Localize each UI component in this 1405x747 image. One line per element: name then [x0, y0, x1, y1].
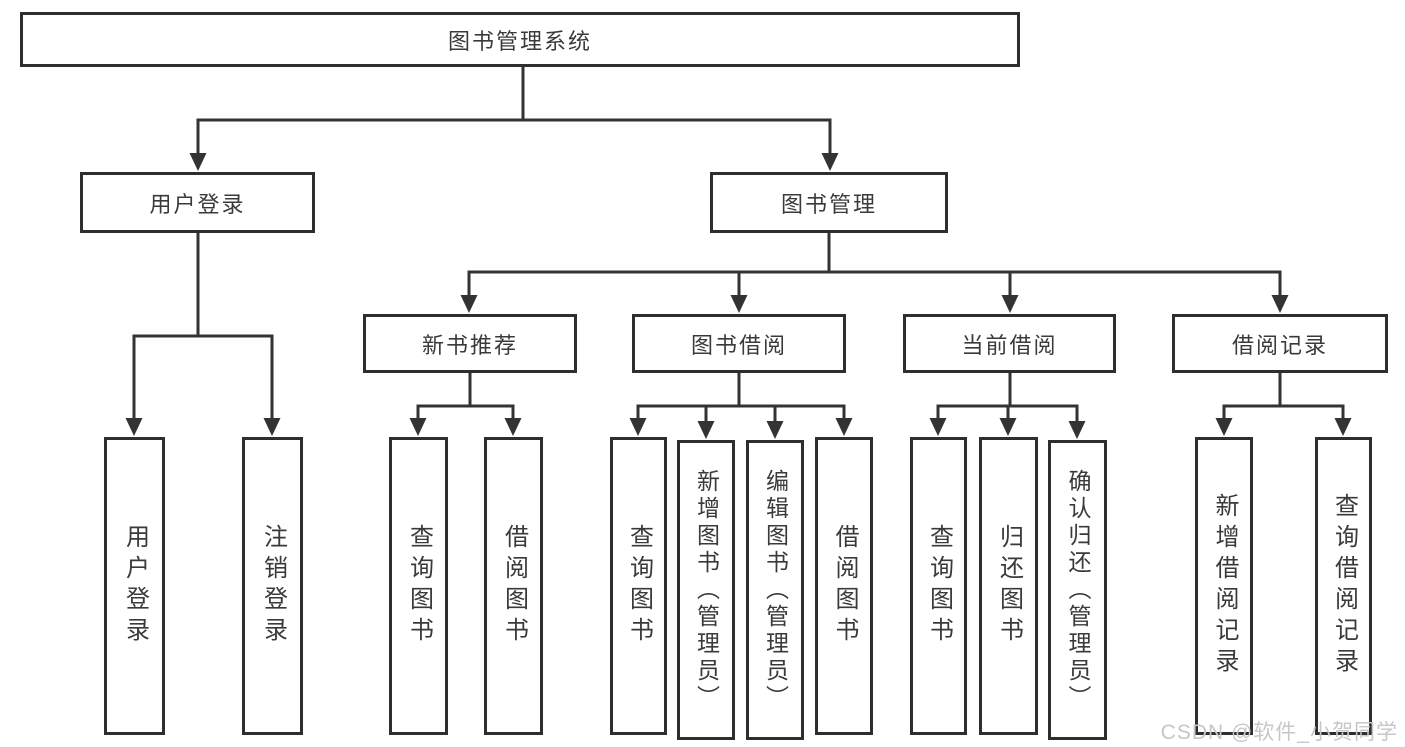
leaf-query-books-borrow: 查询图书 [610, 437, 667, 735]
leaf-user-login-label: 用户登录 [121, 524, 149, 648]
csdn-watermark: CSDN @软件_小贺同学 [1160, 721, 1398, 744]
leaf-query-books-recommend: 查询图书 [389, 437, 448, 735]
leaf-edit-books-admin: 编辑图书（管理员） [746, 440, 804, 740]
leaf-return-books: 归还图书 [979, 437, 1038, 735]
leaf-add-books-admin: 新增图书（管理员） [677, 440, 735, 740]
leaf-query-borrow-record-label: 查询借阅记录 [1330, 493, 1358, 679]
leaf-borrow-books-label: 借阅图书 [831, 524, 858, 648]
leaf-user-login: 用户登录 [104, 437, 165, 735]
node-book-management-label: 图书管理 [780, 191, 877, 217]
leaf-borrow-books-recommend: 借阅图书 [484, 437, 543, 735]
node-root: 图书管理系统 [20, 12, 1020, 67]
leaf-return-books-label: 归还图书 [995, 524, 1023, 648]
leaf-query-borrow-record: 查询借阅记录 [1315, 437, 1372, 735]
node-book-borrow: 图书借阅 [632, 314, 846, 373]
leaf-query-books-current-label: 查询图书 [925, 524, 953, 648]
node-borrow-records: 借阅记录 [1172, 314, 1388, 373]
leaf-query-books-current: 查询图书 [910, 437, 967, 735]
node-book-borrow-label: 图书借阅 [690, 332, 787, 358]
leaf-query-books-recommend-label: 查询图书 [405, 524, 433, 648]
node-root-label: 图书管理系统 [447, 28, 592, 54]
leaf-confirm-return-admin-label: 确认归还（管理员） [1065, 468, 1091, 712]
leaf-logout-label: 注销登录 [259, 524, 287, 648]
node-new-book-recommend: 新书推荐 [363, 314, 577, 373]
leaf-query-books-borrow-label: 查询图书 [625, 524, 653, 648]
leaf-add-books-admin-label: 新增图书（管理员） [693, 468, 720, 712]
leaf-logout: 注销登录 [242, 437, 303, 735]
node-current-borrow: 当前借阅 [903, 314, 1116, 373]
leaf-borrow-books-recommend-label: 借阅图书 [500, 524, 528, 648]
node-user-login: 用户登录 [80, 172, 315, 233]
node-borrow-records-label: 借阅记录 [1231, 332, 1328, 358]
leaf-add-borrow-record: 新增借阅记录 [1195, 437, 1253, 735]
leaf-edit-books-admin-label: 编辑图书（管理员） [762, 468, 789, 712]
leaf-confirm-return-admin: 确认归还（管理员） [1048, 440, 1107, 740]
leaf-add-borrow-record-label: 新增借阅记录 [1211, 493, 1238, 679]
node-current-borrow-label: 当前借阅 [961, 332, 1058, 358]
node-book-management: 图书管理 [710, 172, 948, 233]
leaf-borrow-books: 借阅图书 [815, 437, 873, 735]
node-new-book-recommend-label: 新书推荐 [421, 332, 518, 358]
node-user-login-label: 用户登录 [149, 191, 246, 217]
